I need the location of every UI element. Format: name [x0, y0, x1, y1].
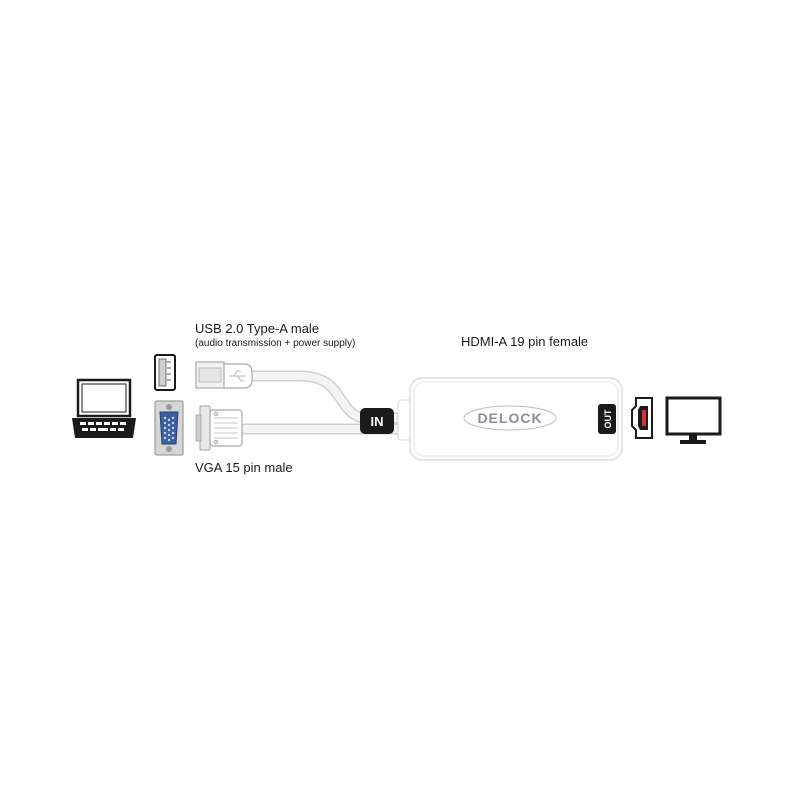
svg-text:DELOCK: DELOCK: [477, 410, 542, 426]
usb-label: USB 2.0 Type-A male: [195, 321, 320, 336]
usb-port-icon: [154, 354, 176, 391]
monitor-icon: [665, 396, 722, 444]
vga-label: VGA 15 pin male: [195, 460, 293, 475]
out-badge: OUT: [598, 404, 616, 434]
vga-port-icon: [154, 400, 184, 456]
in-badge: IN: [360, 408, 394, 434]
usb-symbol-icon: [229, 370, 246, 382]
hdmi-port-icon: [631, 397, 653, 439]
usb-plug: [195, 361, 253, 389]
in-badge-label: IN: [371, 414, 384, 429]
hdmi-label: HDMI-A 19 pin female: [461, 334, 589, 349]
delock-logo: DELOCK: [463, 405, 557, 431]
adapter-housing: [397, 377, 623, 461]
out-badge-label: OUT: [603, 409, 613, 429]
vga-plug: [195, 405, 243, 451]
laptop-icon: [72, 378, 136, 438]
usb-sublabel: (audio transmission + power supply): [195, 338, 356, 349]
